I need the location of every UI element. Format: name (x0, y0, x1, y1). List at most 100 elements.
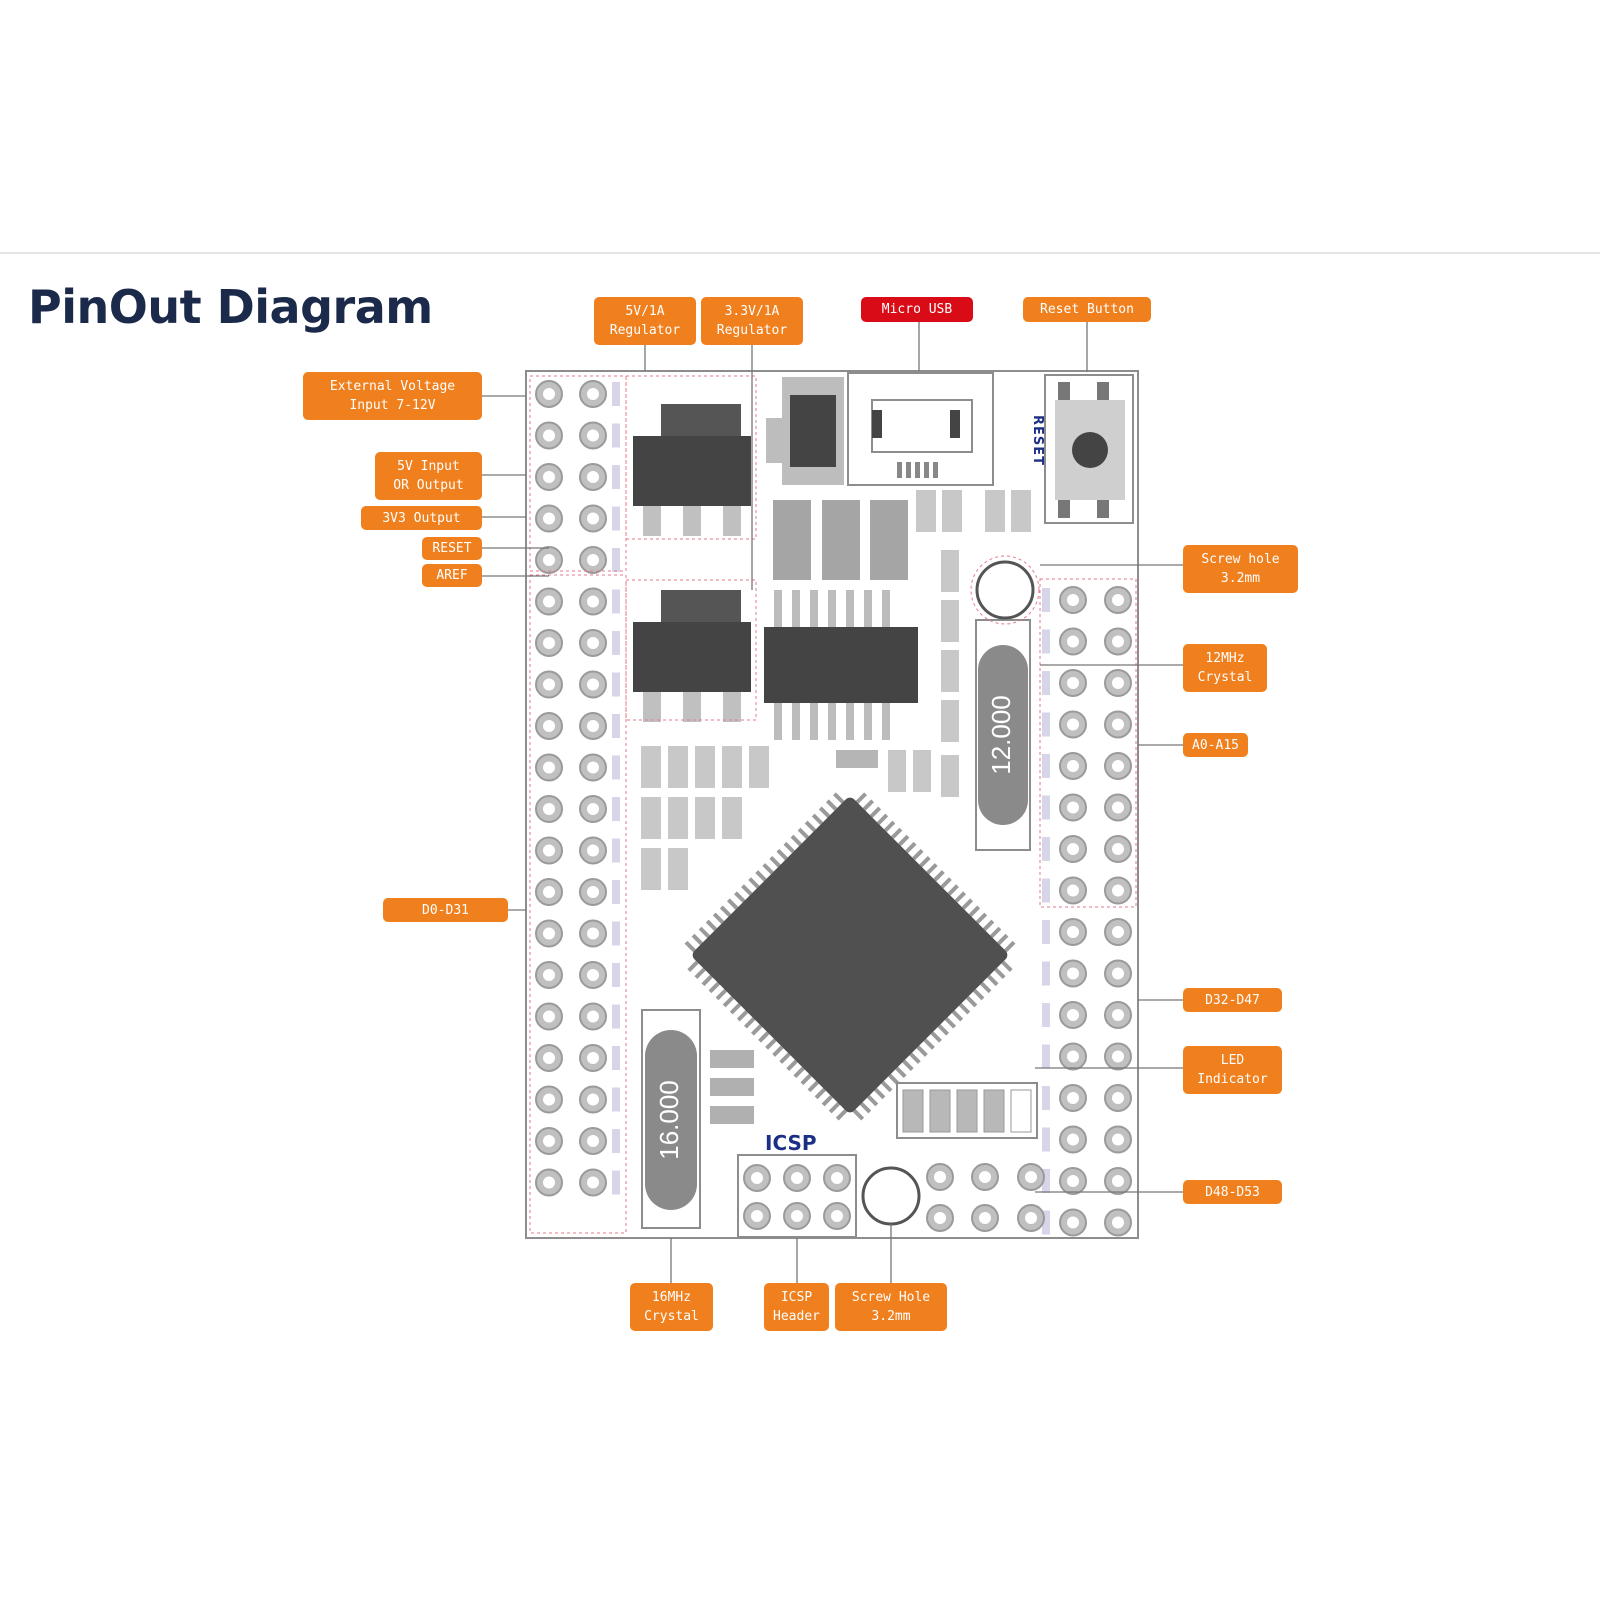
pin-silkscreen (1042, 671, 1050, 695)
right-pin-pad-hole (1067, 635, 1079, 648)
smd-part (722, 746, 742, 788)
label-line: Micro USB (881, 302, 953, 317)
pin-silkscreen (1042, 1210, 1050, 1235)
smd-part (641, 746, 661, 788)
smd-part (710, 1078, 754, 1096)
mcu-lead (965, 996, 978, 1008)
usb-serial-chip (764, 627, 918, 703)
reset-button-leg (1097, 500, 1109, 518)
mcu-lead (833, 792, 845, 804)
right-pin-pad-hole (1067, 926, 1079, 938)
pin-silkscreen (1042, 837, 1050, 861)
left-pin-pad-hole (587, 886, 599, 898)
left-pin-pad-hole (543, 1093, 555, 1106)
usb-contact (933, 462, 938, 478)
reset-button-leg (1058, 500, 1070, 518)
mcu-lead (912, 848, 924, 861)
right-pin-pad-hole (1112, 718, 1124, 731)
mcu-lead (902, 1059, 914, 1071)
mcu-lead (698, 926, 710, 939)
reset-silkscreen: RESET (1030, 415, 1045, 467)
left-pin-pad-hole (587, 803, 599, 815)
smd-part (722, 797, 742, 839)
mcu-lead (719, 905, 732, 917)
pin-silkscreen (1042, 795, 1050, 820)
label-line: OR Output (393, 478, 464, 493)
label-line: D32-D47 (1205, 992, 1260, 1008)
right-pin-pad-hole (1112, 1092, 1124, 1104)
mcu-lead (835, 1109, 848, 1121)
smd-part (668, 797, 688, 839)
d48-pad-hole (934, 1212, 946, 1224)
mcu-lead (743, 1017, 756, 1029)
usb-contact (915, 462, 920, 478)
label-line: Reset Button (1040, 302, 1134, 317)
mcu-lead (973, 988, 985, 1001)
ic-lead (774, 700, 782, 740)
screw-hole-bottom (861, 1166, 921, 1226)
left-pin-pad-hole (587, 1052, 599, 1064)
reset-button-leg (1058, 382, 1070, 400)
left-pin-pad-hole (543, 554, 555, 566)
usb-pin (872, 410, 882, 438)
label-line: 16MHz (651, 1290, 692, 1305)
left-pin-pad-hole (587, 554, 599, 566)
right-pin-pad-hole (1112, 801, 1124, 814)
right-pin-pad-hole (1067, 594, 1079, 606)
pin-silkscreen (612, 382, 620, 406)
left-pin-pad-hole (543, 429, 555, 442)
digital-header-frame (529, 574, 627, 1234)
mcu-lead (923, 1038, 935, 1050)
mcu-lead (741, 884, 753, 896)
mcu-lead (790, 834, 802, 847)
mcu-lead (994, 967, 1006, 980)
led (902, 1089, 924, 1133)
left-pin-pad-hole (543, 761, 555, 774)
right-pin-pad-hole (1067, 1009, 1079, 1021)
usb-contact (906, 462, 911, 478)
page-title: PinOut Diagram (28, 280, 433, 334)
pin-silkscreen (612, 1129, 620, 1153)
mcu-lead (811, 813, 824, 825)
mcu-lead (783, 841, 795, 854)
smd-part (710, 1106, 754, 1124)
d48-pad-hole (979, 1171, 991, 1183)
pin-silkscreen (1042, 712, 1050, 737)
crystal-16-body (645, 1030, 697, 1210)
mcu-lead (758, 1031, 770, 1043)
left-pin-pad-hole (543, 1052, 555, 1064)
left-pin-pad-hole (543, 803, 555, 815)
label-line: Regulator (609, 323, 681, 338)
mcu-lead (715, 988, 727, 1001)
left-pin-pad-hole (543, 1176, 555, 1189)
mcu-lead (786, 1059, 798, 1071)
d48-pad-hole (1025, 1171, 1037, 1183)
label-line: 3.2mm (1220, 571, 1261, 586)
mcu-lead (793, 1066, 805, 1079)
label-aref: AREF (422, 564, 482, 587)
pin-silkscreen (612, 1087, 620, 1112)
label-line: RESET (432, 541, 472, 556)
pin-silkscreen (1042, 1127, 1050, 1152)
ic-lead (828, 590, 836, 630)
pin-silkscreen (612, 506, 620, 531)
mcu-lead (940, 877, 952, 889)
label-usb: Micro USB (861, 297, 973, 322)
smd-part (1011, 490, 1031, 532)
label-line: Crystal (644, 1309, 699, 1324)
smd-part (836, 750, 878, 768)
pin-silkscreen (612, 880, 620, 904)
label-line: Indicator (1197, 1072, 1268, 1087)
right-pin-pad-hole (1067, 1092, 1079, 1104)
mcu-lead (916, 1045, 928, 1057)
left-pin-pad-hole (543, 512, 555, 525)
mcu-lead (951, 1010, 964, 1022)
usb-contact (924, 462, 929, 478)
pin-silkscreen (612, 1004, 620, 1029)
smd-part (641, 848, 661, 890)
capacitor (870, 500, 908, 580)
pin-silkscreen (1042, 1003, 1050, 1027)
